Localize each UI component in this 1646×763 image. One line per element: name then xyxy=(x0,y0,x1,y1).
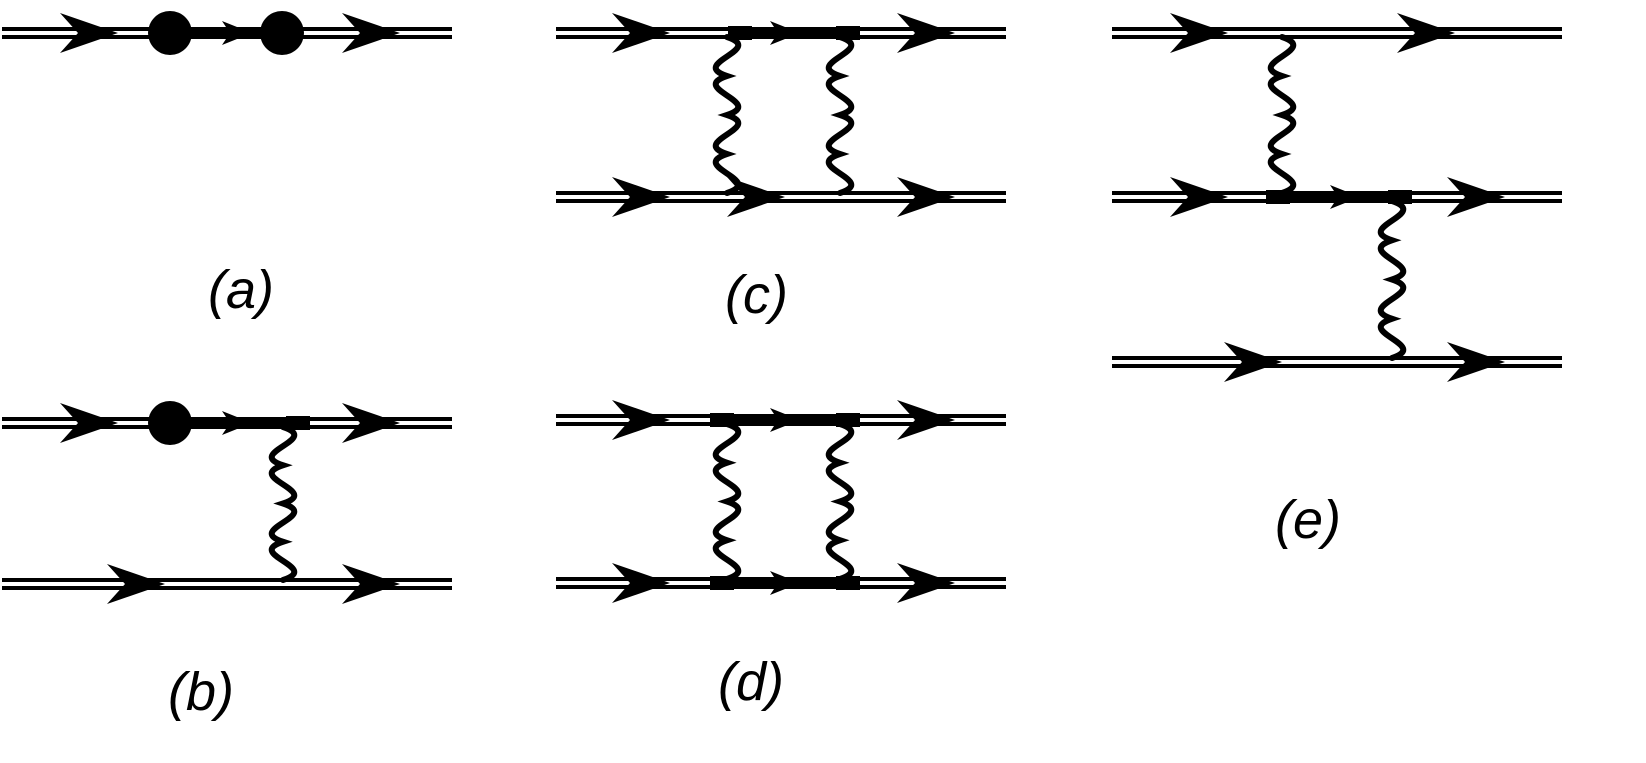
arrow-icon xyxy=(770,571,800,595)
label-d: (d) xyxy=(718,652,784,712)
photon-line xyxy=(712,421,742,582)
arrow-icon xyxy=(897,13,955,53)
photon-line xyxy=(825,34,855,196)
arrow-icon xyxy=(897,400,955,440)
arrow-icon xyxy=(60,13,118,53)
arrow-icon xyxy=(1447,342,1505,382)
arrow-icon xyxy=(342,403,400,443)
arrow-icon xyxy=(1397,13,1455,53)
vertex-marker xyxy=(836,576,860,590)
label-e: (e) xyxy=(1275,490,1341,550)
label-c: (c) xyxy=(725,265,788,325)
arrow-icon xyxy=(222,21,252,45)
vertex-marker xyxy=(710,576,734,590)
label-a: (a) xyxy=(208,260,274,320)
photon-line xyxy=(1267,34,1297,196)
vertex-marker xyxy=(710,413,734,427)
label-b: (b) xyxy=(168,662,234,722)
vertex-marker xyxy=(836,26,860,40)
photon-line xyxy=(1377,198,1407,361)
arrow-icon xyxy=(1330,185,1360,209)
arrow-icon xyxy=(342,13,400,53)
arrow-icon xyxy=(222,411,252,435)
vertex-marker xyxy=(728,26,752,40)
arrow-icon xyxy=(1170,13,1228,53)
arrow-icon xyxy=(612,177,670,217)
arrow-icon xyxy=(612,13,670,53)
arrow-icon xyxy=(342,564,400,604)
arrow-icon xyxy=(897,563,955,603)
arrow-icon xyxy=(612,563,670,603)
arrow-icon xyxy=(107,564,165,604)
vertex-dot xyxy=(148,11,192,55)
arrow-icon xyxy=(612,400,670,440)
vertex-dot xyxy=(260,11,304,55)
arrow-icon xyxy=(1447,177,1505,217)
vertex-marker xyxy=(836,413,860,427)
photon-line xyxy=(268,424,298,583)
arrow-icon xyxy=(770,21,800,45)
vertex-marker xyxy=(1388,190,1412,204)
vertex-dot xyxy=(148,401,192,445)
arrow-icon xyxy=(60,403,118,443)
arrow-icon xyxy=(1170,177,1228,217)
arrow-icon xyxy=(897,177,955,217)
vertex-marker xyxy=(286,416,310,430)
photon-line xyxy=(825,421,855,582)
vertex-marker xyxy=(1266,190,1290,204)
arrow-icon xyxy=(727,177,785,217)
arrow-icon xyxy=(1224,342,1282,382)
photon-line xyxy=(712,34,742,196)
arrow-icon xyxy=(770,408,800,432)
